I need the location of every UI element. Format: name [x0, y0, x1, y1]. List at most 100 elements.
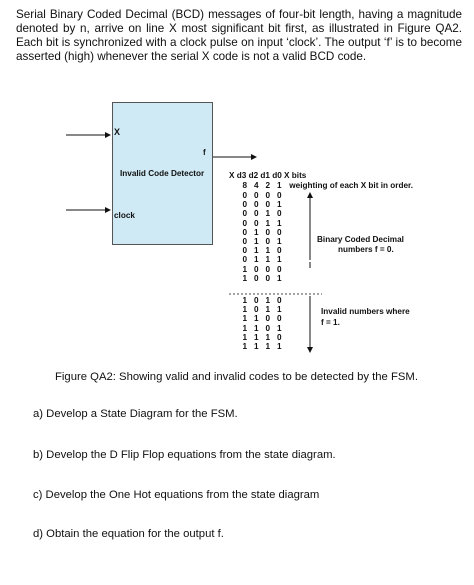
bit-cell: 1 — [276, 236, 282, 246]
bit-cell: 1 — [242, 273, 248, 283]
bit-cell: 1 — [253, 341, 259, 351]
bit-cell: 1 — [242, 305, 248, 315]
bit-cell: 1 — [242, 332, 248, 342]
bit-cell: 1 — [276, 218, 282, 228]
bit-cell: 0 — [242, 191, 248, 200]
bit-cell: 0 — [253, 264, 259, 274]
bit-cell: 0 — [276, 296, 282, 305]
bit-cell: 0 — [242, 255, 248, 265]
invalid-note-line2: f = 1. — [321, 318, 340, 327]
bit-cell: 0 — [265, 314, 271, 324]
bit-cell: 1 — [253, 227, 259, 237]
bit-cell: 1 — [242, 264, 248, 274]
question-b: b) Develop the D Flip Flop equations fro… — [33, 449, 336, 461]
bit-cell: 1 — [253, 332, 259, 342]
bit-cell: 1 — [265, 341, 271, 351]
bit-cell: 1 — [253, 246, 259, 256]
bit-cell: 1 — [265, 332, 271, 342]
bit-cell: 0 — [265, 191, 271, 200]
bit-cell: 0 — [276, 209, 282, 219]
bit-cell: 1 — [242, 341, 248, 351]
bit-cell: 0 — [265, 200, 271, 210]
bit-cell: 1 — [276, 255, 282, 265]
bit-cell: 0 — [253, 305, 259, 315]
question-a: a) Develop a State Diagram for the FSM. — [33, 408, 238, 420]
bit-cell: 1 — [253, 236, 259, 246]
f-output-label: f — [203, 148, 206, 157]
bit-cell: 1 — [242, 296, 248, 305]
bit-cell: 1 — [265, 218, 271, 228]
bit-cell: 0 — [265, 273, 271, 283]
bit-cell: 0 — [242, 246, 248, 256]
bit-cell: 0 — [276, 332, 282, 342]
weight-cell: 1 — [276, 181, 282, 190]
problem-statement: Serial Binary Coded Decimal (BCD) messag… — [16, 8, 462, 63]
bit-cell: 0 — [276, 246, 282, 256]
bit-cell: 0 — [242, 209, 248, 219]
bit-cell: 0 — [276, 191, 282, 200]
bit-cell: 1 — [276, 323, 282, 333]
bit-cell: 0 — [265, 323, 271, 333]
bit-cell: 0 — [253, 273, 259, 283]
figure-caption: Figure QA2: Showing valid and invalid co… — [55, 371, 418, 383]
bit-cell: 1 — [276, 273, 282, 283]
block-label: Invalid Code Detector — [120, 169, 205, 178]
valid-note-line1: Binary Coded Decimal — [317, 235, 404, 244]
bit-cell: 0 — [253, 209, 259, 219]
figure-qa2: X f Invalid Code Detector clock X d3 d2 … — [66, 102, 413, 353]
bit-cell: 1 — [276, 200, 282, 210]
question-d: d) Obtain the equation for the output f. — [33, 528, 224, 540]
bit-cell: 0 — [253, 200, 259, 210]
bit-cell: 0 — [242, 227, 248, 237]
bit-cell: 1 — [242, 314, 248, 324]
weight-cell: 8 — [242, 181, 248, 190]
bit-cell: 1 — [265, 296, 271, 305]
bit-cell: 1 — [276, 341, 282, 351]
bit-cell: 1 — [253, 323, 259, 333]
table-header: X d3 d2 d1 d0 X bits — [229, 171, 307, 180]
bit-cell: 1 — [265, 246, 271, 256]
bit-cell: 0 — [265, 227, 271, 237]
weights-note: weighting of each X bit in order. — [289, 181, 414, 190]
figure-arrows — [66, 132, 322, 353]
bit-cell: 0 — [253, 218, 259, 228]
bit-cell: 1 — [276, 305, 282, 315]
bit-cell: 1 — [265, 255, 271, 265]
bit-cell: 0 — [276, 264, 282, 274]
bit-cell: 0 — [253, 296, 259, 305]
bit-cell: 1 — [265, 209, 271, 219]
bit-cell: 1 — [253, 314, 259, 324]
question-c: c) Develop the One Hot equations from th… — [33, 489, 320, 501]
bit-cell: 0 — [242, 218, 248, 228]
x-input-label: X — [114, 127, 121, 137]
clock-input-label: clock — [114, 211, 135, 220]
bit-cell: 0 — [265, 264, 271, 274]
weight-cell: 2 — [265, 181, 271, 190]
bit-cell: 0 — [265, 236, 271, 246]
weight-cell: 4 — [253, 181, 259, 190]
bit-cell: 1 — [265, 305, 271, 315]
bit-cell: 0 — [242, 200, 248, 210]
bit-cell: 0 — [276, 227, 282, 237]
valid-note-line2: numbers f = 0. — [338, 245, 394, 254]
bit-cell: 1 — [253, 255, 259, 265]
